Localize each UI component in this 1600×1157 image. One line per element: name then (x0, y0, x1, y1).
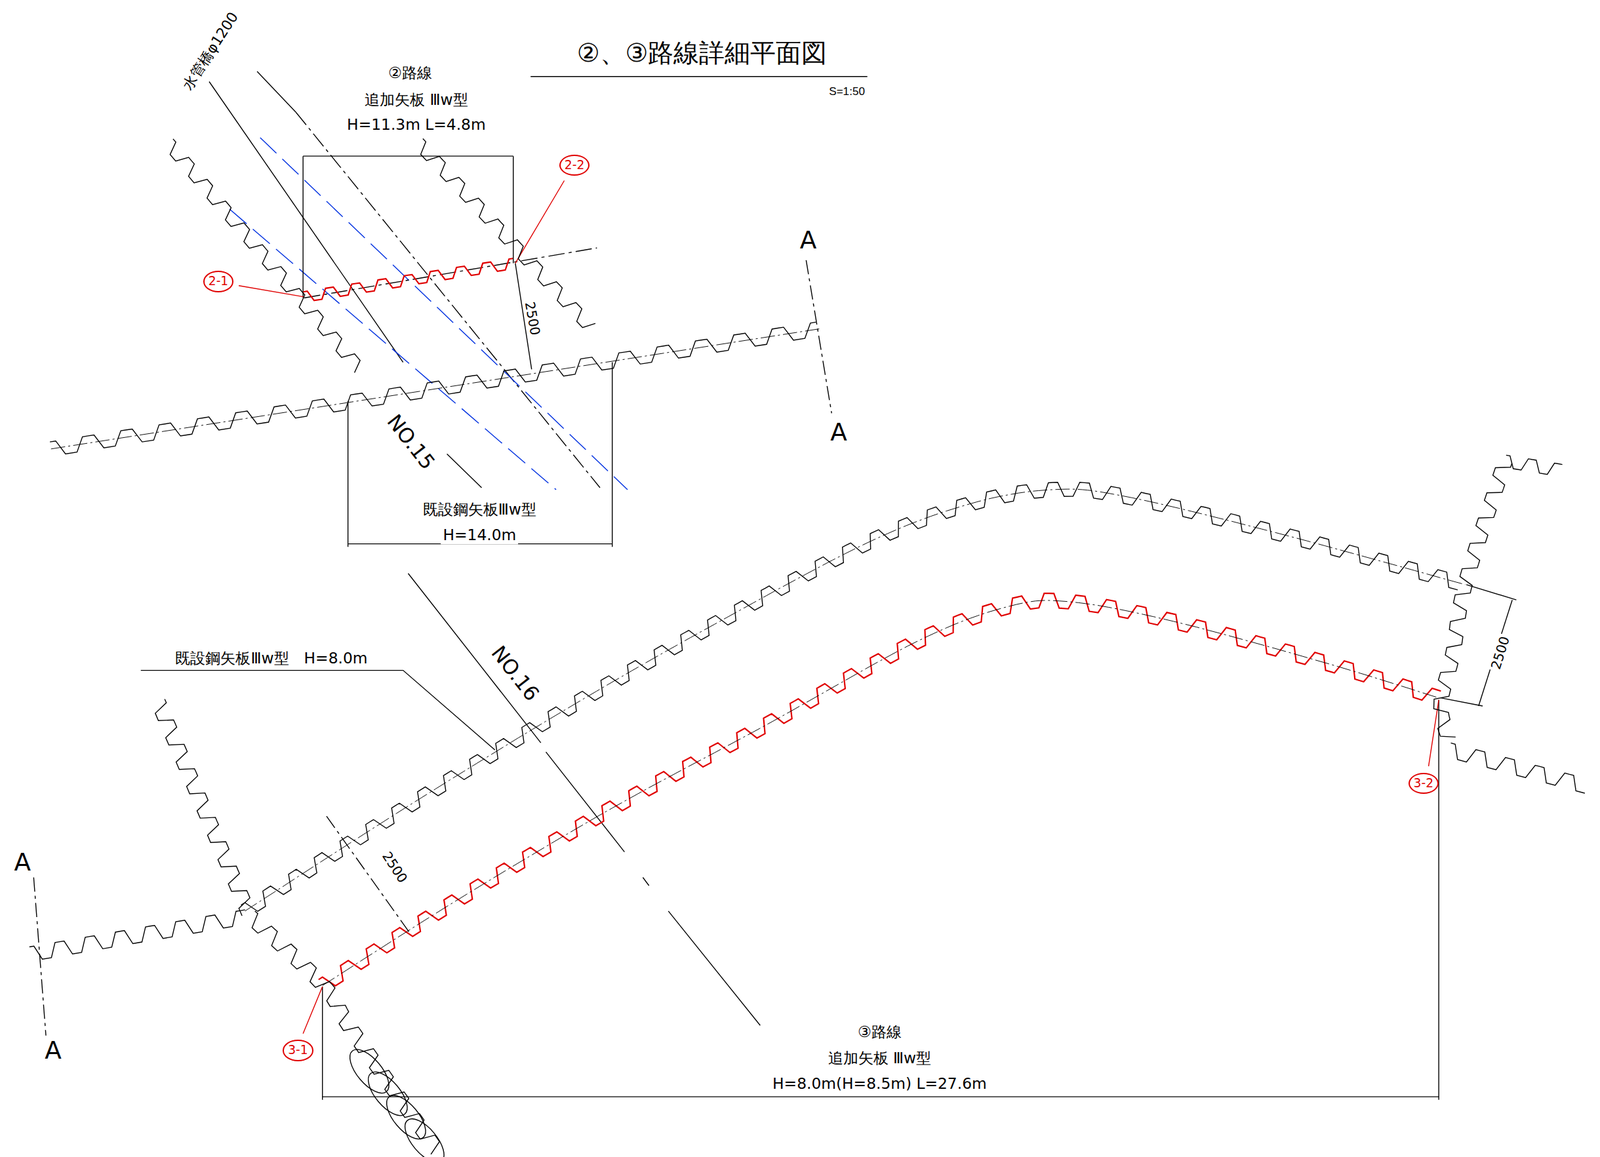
existing-sheet-pile (1450, 742, 1585, 794)
section-line (33, 878, 46, 1037)
pipe-symbol (342, 1043, 397, 1100)
callout-circle: 3-2 (1408, 773, 1439, 795)
existing-sheet-pile (251, 911, 440, 1155)
dimension-line (1440, 698, 1483, 707)
dimension-line (321, 986, 323, 1101)
added-sheet-pile (302, 258, 513, 301)
spec-text: 既設鋼矢板Ⅲw型 (420, 501, 539, 519)
callout-circle: 2-2 (559, 154, 590, 177)
leader-line (515, 180, 565, 263)
station-line (546, 752, 625, 853)
center-line (322, 600, 1439, 987)
pipe-center-line (295, 112, 600, 488)
section-mark: A (798, 227, 820, 255)
spec-text: 既設鋼矢板Ⅲw型 H=8.0m (173, 650, 370, 668)
section-mark: A (42, 1037, 64, 1065)
callout-number: 2-2 (564, 159, 585, 172)
dimension-line (1466, 584, 1517, 600)
spec-text: H=11.3m L=4.8m (344, 117, 488, 135)
existing-sheet-pile (49, 321, 816, 454)
existing-sheet-pile (420, 139, 596, 328)
callout-number: 3-2 (1413, 777, 1434, 791)
dimension-line (257, 71, 296, 113)
drawing-title: ②、③路線詳細平面図 (577, 39, 828, 68)
route-label: ③路線 (855, 1024, 904, 1042)
dimension-line (512, 156, 514, 263)
callout-circle: 3-1 (282, 1040, 313, 1062)
leader-line (238, 285, 305, 298)
spec-text: H=14.0m (440, 527, 519, 545)
pipe-label: 水管橋φ1200 (178, 7, 242, 95)
existing-sheet-pile (241, 482, 1458, 912)
dimension-line (347, 401, 349, 548)
leader-line (140, 670, 496, 751)
callout-circle: 2-1 (203, 270, 234, 293)
dimension-line (302, 156, 303, 298)
station-line (407, 573, 541, 743)
spec-text: 追加矢板 Ⅲw型 (826, 1050, 934, 1068)
existing-sheet-pile (155, 699, 250, 916)
dimension-text: 2500 (521, 298, 543, 338)
scale-note: S=1:50 (826, 85, 867, 99)
existing-sheet-pile (1506, 455, 1563, 475)
center-line (51, 328, 822, 450)
center-line (304, 247, 598, 298)
route-label: ②路線 (386, 64, 435, 82)
existing-sheet-pile (29, 910, 246, 960)
leader-line (302, 986, 323, 1035)
dimension-line (611, 362, 613, 548)
station-label: NO.16 (485, 640, 545, 707)
spec-text: 追加矢板 Ⅲw型 (362, 91, 471, 109)
station-label: NO.15 (381, 408, 441, 475)
dimension-line (1438, 700, 1439, 1101)
center-line (244, 489, 1465, 912)
existing-sheet-pile (169, 139, 360, 374)
added-sheet-pile (318, 593, 1442, 987)
dimension-line (322, 1096, 1439, 1098)
station-line (642, 878, 649, 886)
title-underline (530, 76, 868, 77)
spec-text: H=8.0m(H=8.5m) L=27.6m (770, 1076, 989, 1094)
dimension-line (1478, 600, 1513, 707)
pipe-outline (229, 209, 557, 490)
section-mark: A (11, 849, 33, 877)
pipe-symbol (398, 1112, 452, 1157)
dimension-text: 2500 (378, 847, 412, 888)
section-line (805, 260, 832, 414)
pipe-outline (260, 137, 628, 490)
station-line (447, 454, 482, 488)
section-mark: A (828, 419, 850, 446)
dimension-text: 2500 (1487, 632, 1513, 673)
callout-number: 2-1 (208, 275, 229, 288)
existing-sheet-pile (1434, 463, 1513, 738)
dimension-line (302, 155, 514, 157)
callout-number: 3-1 (287, 1044, 308, 1058)
station-line (668, 911, 760, 1026)
